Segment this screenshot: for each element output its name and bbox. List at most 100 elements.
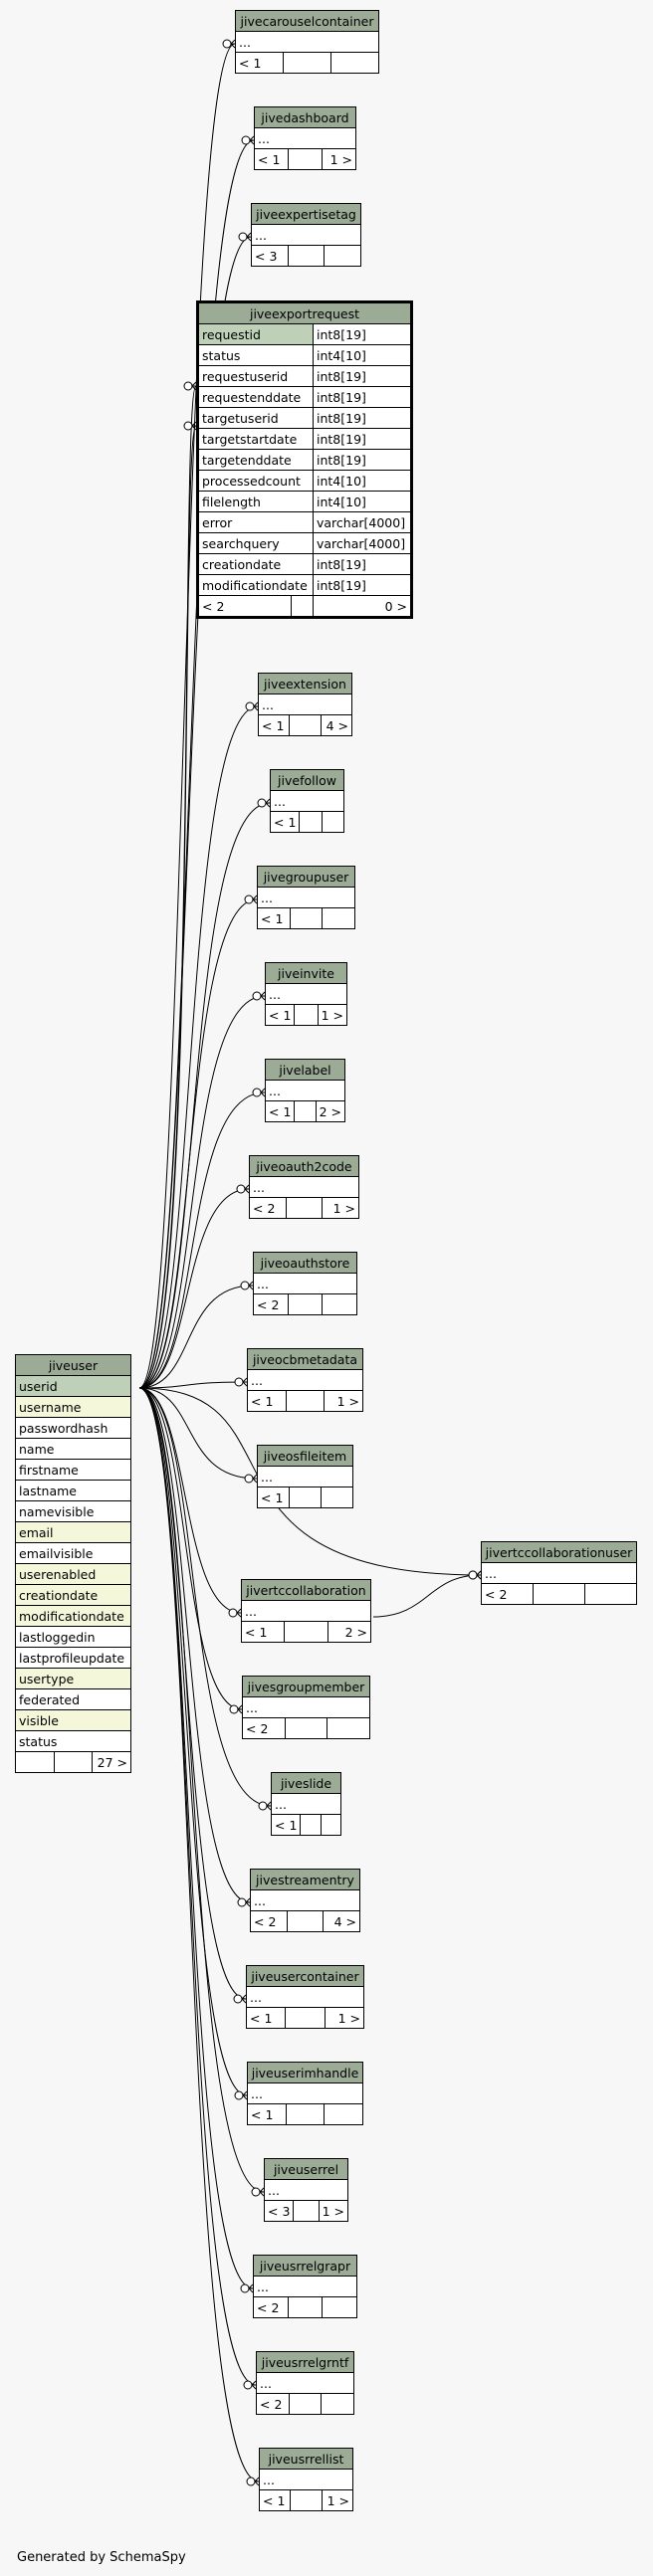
footer-cell: < 1 <box>235 52 284 74</box>
column-ellipsis: ... <box>241 1600 371 1622</box>
column-ellipsis: ... <box>247 2082 363 2104</box>
column-type: int8[19] <box>312 386 413 408</box>
footer-cell <box>320 1814 342 1836</box>
column-name: status <box>197 344 314 366</box>
column-type: varchar[4000] <box>312 532 413 554</box>
footer-cell: < 3 <box>263 2200 295 2222</box>
table-header: jiveuser <box>15 1354 131 1376</box>
footer-cell: 1 > <box>317 1004 348 1026</box>
table-jiveexpertisetag[interactable]: jiveexpertisetag...< 3 <box>251 203 361 267</box>
table-jivertccollaborationuser[interactable]: jivertccollaborationuser...< 2 <box>481 1541 638 1605</box>
column-type: int4[10] <box>312 491 413 512</box>
table-header: jiveoauth2code <box>249 1155 359 1177</box>
footer-cell: 4 > <box>320 714 353 736</box>
column-type: int4[10] <box>312 470 413 492</box>
footer-cell: 1 > <box>318 2200 349 2222</box>
column-name: lastprofileupdate <box>15 1647 131 1669</box>
footer-cell: < 2 <box>481 1583 534 1605</box>
edge-rtc-collab-user <box>372 1574 482 1618</box>
crowfoot-jiveusercontainer <box>233 1994 247 2004</box>
column-type: varchar[4000] <box>312 511 413 533</box>
footer-cell: < 2 <box>242 1717 286 1739</box>
column-ellipsis: ... <box>270 790 344 812</box>
footer-cell: 27 > <box>92 1751 131 1773</box>
edge-jiveslide <box>138 1387 272 1807</box>
table-jiveuserimhandle[interactable]: jiveuserimhandle...< 1 <box>247 2062 363 2125</box>
table-jiveslide[interactable]: jiveslide...< 1 <box>270 1772 342 1836</box>
column-name: requestuserid <box>197 365 314 387</box>
table-jivegroupuser[interactable]: jivegroupuser...< 1 <box>257 866 355 929</box>
edge-jivecarouselcontainer <box>138 43 236 1389</box>
table-header: jivelabel <box>265 1059 345 1081</box>
footer-cell: 0 > <box>312 595 413 618</box>
table-header: jivefollow <box>270 769 344 791</box>
table-jiveosfileitem[interactable]: jiveosfileitem...< 1 <box>257 1445 353 1508</box>
column-name: status <box>15 1730 131 1752</box>
table-jiveoauthstore[interactable]: jiveoauthstore...< 2 <box>253 1252 357 1315</box>
edge-jiveuserimhandle <box>138 1387 248 2096</box>
footer-cell: < 1 <box>254 148 289 170</box>
column-type: int8[19] <box>312 323 413 345</box>
footer-cell: < 1 <box>257 714 291 736</box>
edge-jiveocbmetadata <box>138 1381 248 1389</box>
footer-cell <box>283 52 331 74</box>
column-name: emailvisible <box>15 1542 131 1564</box>
footer-cell <box>321 811 345 833</box>
table-jivesgroupmember[interactable]: jivesgroupmember...< 2 <box>242 1676 370 1739</box>
edge-jivesgroupmember <box>138 1387 243 1710</box>
crowfoot-jiveusrrelgrapr <box>240 2283 254 2293</box>
crowfoot-jiveusrrelgrntf <box>243 2380 257 2390</box>
column-ellipsis: ... <box>250 1889 360 1911</box>
footer-cell: < 2 <box>256 2393 290 2415</box>
footer-cell <box>15 1751 55 1773</box>
table-jiveusrrelgrapr[interactable]: jiveusrrelgrapr...< 2 <box>253 2255 357 2318</box>
footer-cell <box>322 2296 357 2318</box>
footer-cell <box>284 1717 328 1739</box>
footer-cell <box>285 2007 326 2029</box>
table-jivecarouselcontainer[interactable]: jivecarouselcontainer...< 1 <box>235 10 379 74</box>
table-header: jiveusrrelgrntf <box>256 2351 354 2373</box>
footer-cell <box>289 907 324 929</box>
column-type: int8[19] <box>312 574 413 596</box>
crowfoot-jiveoauthstore <box>240 1281 254 1290</box>
column-name: requestenddate <box>197 386 314 408</box>
footer-cell <box>299 811 323 833</box>
column-ellipsis: ... <box>264 2179 348 2201</box>
footer-cell <box>583 1583 638 1605</box>
crowfoot-jivertccollaboration <box>228 1608 242 1618</box>
table-jivefollow[interactable]: jivefollow...< 1 <box>269 769 345 833</box>
table-header: jiveslide <box>271 1772 341 1794</box>
footer-cell <box>321 2393 354 2415</box>
footer-cell <box>289 714 322 736</box>
column-name: requestid <box>197 323 314 345</box>
column-name: targetstartdate <box>197 428 314 450</box>
edge-jiveinvite <box>138 995 266 1389</box>
footer-cell <box>294 1100 317 1122</box>
footer-cell: < 2 <box>249 1197 287 1219</box>
footer-cell <box>324 2103 363 2125</box>
footer-cell: < 1 <box>247 1390 287 1412</box>
edge-jiveosfileitem <box>138 1387 258 1480</box>
column-name: modificationdate <box>197 574 314 596</box>
footer-cell <box>288 148 323 170</box>
column-type: int8[19] <box>312 449 413 471</box>
column-name: lastname <box>15 1480 131 1501</box>
edge-jivelabel <box>138 1091 266 1389</box>
crowfoot-jivestreamentry <box>237 1897 251 1907</box>
column-ellipsis: ... <box>481 1562 637 1584</box>
table-jiveusrrelgrntf[interactable]: jiveusrrelgrntf...< 2 <box>256 2351 354 2415</box>
crowfoot-jiveexportrequest-0 <box>183 381 197 391</box>
